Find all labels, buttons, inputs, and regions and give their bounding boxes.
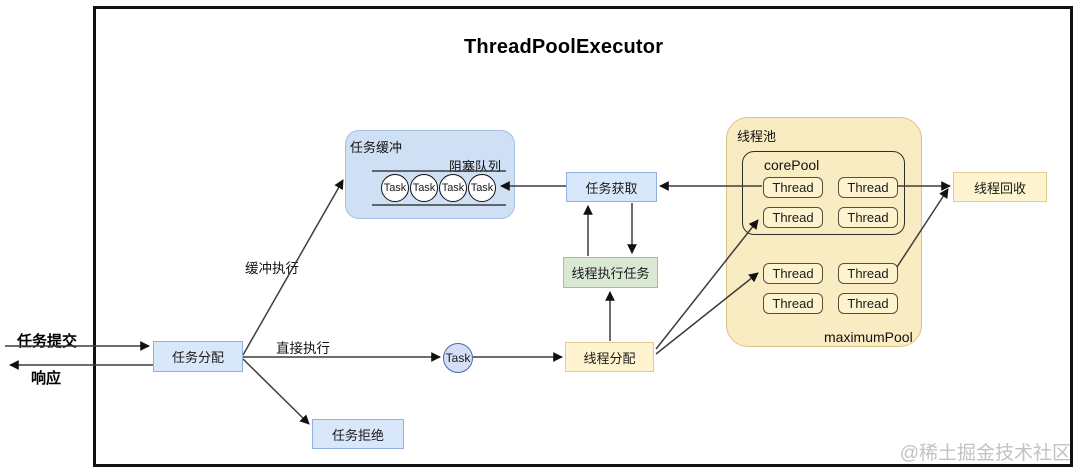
direct-task-circle: Task xyxy=(443,343,473,373)
queue-task-circle: Task xyxy=(439,174,467,202)
max-thread-box: Thread xyxy=(838,263,898,284)
queue-task-circle: Task xyxy=(381,174,409,202)
thread-pool-region: 线程池 corePool Thread Thread Thread Thread… xyxy=(726,117,922,347)
task-dispatch-node: 任务分配 xyxy=(153,341,243,372)
buffered-exec-label: 缓冲执行 xyxy=(245,261,299,276)
diagram-title: ThreadPoolExecutor xyxy=(464,36,664,58)
queue-task-circle: Task xyxy=(468,174,496,202)
maximum-pool-label: maximumPool xyxy=(824,329,913,345)
watermark: @稀土掘金技术社区 xyxy=(899,443,1071,464)
max-thread-box: Thread xyxy=(838,293,898,314)
blocking-queue-label: 阻塞队列 xyxy=(449,159,502,174)
max-thread-box: Thread xyxy=(763,293,823,314)
response-label: 响应 xyxy=(31,370,62,387)
max-thread-box: Thread xyxy=(763,263,823,284)
queue-task-circle: Task xyxy=(410,174,438,202)
core-thread-box: Thread xyxy=(838,207,898,228)
task-buffer-label: 任务缓冲 xyxy=(350,140,403,155)
diagram-frame xyxy=(93,6,1073,467)
task-reject-node: 任务拒绝 xyxy=(312,419,404,449)
core-thread-box: Thread xyxy=(763,177,823,198)
core-thread-box: Thread xyxy=(838,177,898,198)
thread-recycle-node: 线程回收 xyxy=(953,172,1047,202)
task-submit-label: 任务提交 xyxy=(17,333,78,350)
core-thread-box: Thread xyxy=(763,207,823,228)
thread-pool-label: 线程池 xyxy=(737,129,777,144)
thread-run-task-node: 线程执行任务 xyxy=(563,257,658,288)
task-fetch-node: 任务获取 xyxy=(566,172,657,202)
direct-exec-label: 直接执行 xyxy=(276,341,330,356)
core-pool-label: corePool xyxy=(764,157,820,173)
thread-dispatch-node: 线程分配 xyxy=(565,342,654,372)
